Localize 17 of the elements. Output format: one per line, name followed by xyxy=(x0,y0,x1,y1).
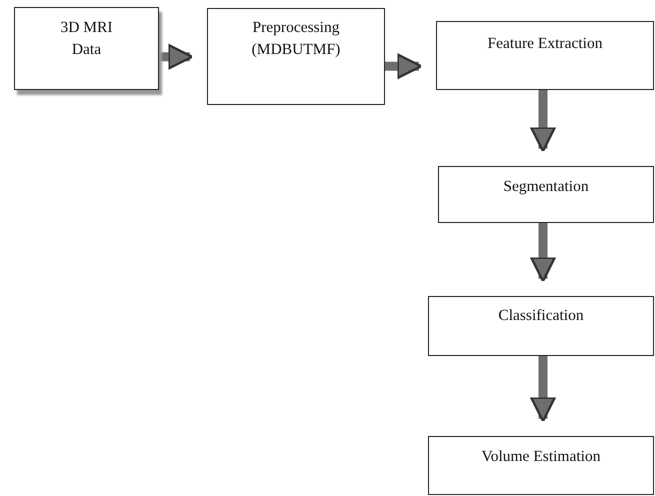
block-arrow xyxy=(530,223,556,282)
process-box xyxy=(14,7,159,90)
block-arrow xyxy=(530,90,556,152)
step-label: Feature Extraction xyxy=(488,34,602,54)
step-label: 3D MRI Data xyxy=(59,18,114,60)
process-box xyxy=(428,436,654,495)
step-label: Volume Estimation xyxy=(482,447,600,467)
process-box xyxy=(207,8,385,105)
block-arrow xyxy=(385,53,422,80)
step-label: Segmentation xyxy=(503,177,589,197)
block-arrow xyxy=(159,44,194,70)
process-box xyxy=(436,21,654,90)
step-label: Classification xyxy=(498,306,584,326)
process-box xyxy=(438,166,654,223)
step-label: Preprocessing (MDBUTMF) xyxy=(250,18,342,60)
block-arrow xyxy=(530,356,556,422)
process-box xyxy=(428,296,654,356)
